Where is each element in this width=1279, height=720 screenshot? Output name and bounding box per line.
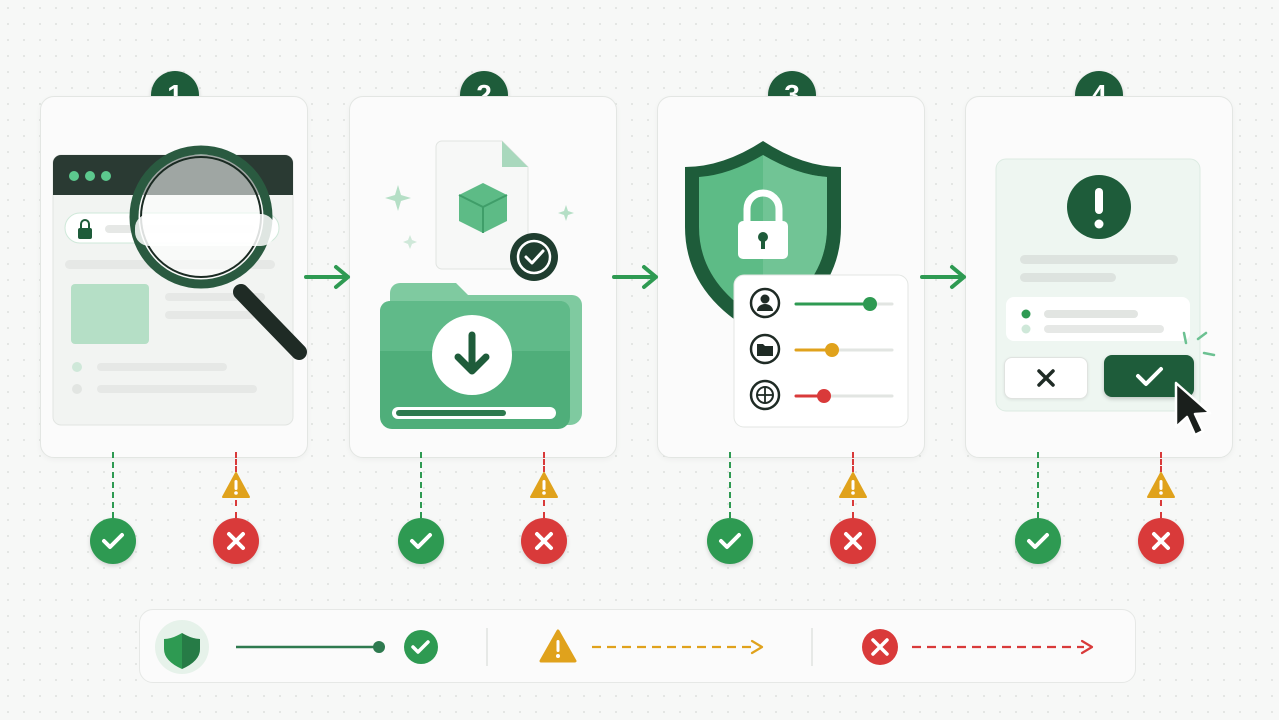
click-burst: [1182, 331, 1216, 357]
legend-bar: [139, 609, 1136, 683]
permission-toggle-network[interactable]: [817, 389, 831, 403]
warning-icon: [839, 472, 867, 498]
verified-check-icon: [510, 233, 558, 281]
cancel-button[interactable]: [1004, 357, 1088, 399]
check-icon: [719, 533, 741, 549]
cursor-icon: [1174, 381, 1212, 437]
cube-icon: [458, 183, 508, 233]
error-path-3a: [852, 452, 854, 472]
magnifier-icon: [129, 145, 307, 360]
check-icon: [1136, 367, 1163, 386]
warning-icon: [539, 629, 577, 663]
error-status-3: [830, 518, 876, 564]
download-arrow-icon: [432, 315, 512, 395]
success-status-4: [1015, 518, 1061, 564]
confirm-illustration: [995, 158, 1201, 412]
check-icon: [1027, 533, 1049, 549]
check-icon: [404, 630, 438, 664]
success-path-4: [1037, 452, 1039, 518]
error-path-4b: [1160, 500, 1162, 518]
permission-toggle-files[interactable]: [825, 343, 839, 357]
warning-icon: [530, 472, 558, 498]
alert-icon: [1067, 175, 1131, 239]
error-status-2: [521, 518, 567, 564]
error-path-1a: [235, 452, 237, 472]
warning-icon: [222, 472, 250, 498]
flow-arrow-1: [304, 265, 350, 289]
success-status-2: [398, 518, 444, 564]
error-icon: [862, 629, 898, 665]
success-status-3: [707, 518, 753, 564]
check-icon: [410, 533, 432, 549]
step-card-confirm: [965, 96, 1233, 458]
error-status-1: [213, 518, 259, 564]
error-path-2b: [543, 500, 545, 518]
download-illustration: [380, 140, 582, 429]
success-status-1: [90, 518, 136, 564]
error-status-4: [1138, 518, 1184, 564]
error-path-4a: [1160, 452, 1162, 472]
permissions-illustration: [685, 141, 909, 428]
error-icon: [535, 532, 553, 550]
step-card-inspect: [40, 96, 308, 458]
error-path-2a: [543, 452, 545, 472]
success-path-2: [420, 452, 422, 518]
error-icon: [844, 532, 862, 550]
lock-icon: [78, 219, 92, 239]
error-path-3b: [852, 500, 854, 518]
shield-icon: [164, 633, 200, 669]
flow-arrow-3: [920, 265, 966, 289]
inspect-illustration: [52, 145, 307, 426]
legend-items: [155, 620, 1094, 674]
globe-icon: [749, 379, 781, 411]
success-path-3: [729, 452, 731, 518]
permission-toggle-user[interactable]: [863, 297, 877, 311]
user-icon: [749, 287, 781, 319]
check-icon: [102, 533, 124, 549]
close-icon: [1037, 369, 1055, 387]
step-card-download: [349, 96, 617, 458]
success-path-1: [112, 452, 114, 518]
flow-arrow-2: [612, 265, 658, 289]
warning-icon: [1147, 472, 1175, 498]
folder-icon: [749, 333, 781, 365]
progress-bar: [392, 407, 556, 419]
error-path-1b: [235, 500, 237, 518]
step-card-permissions: [657, 96, 925, 458]
error-icon: [1152, 532, 1170, 550]
error-icon: [227, 532, 245, 550]
